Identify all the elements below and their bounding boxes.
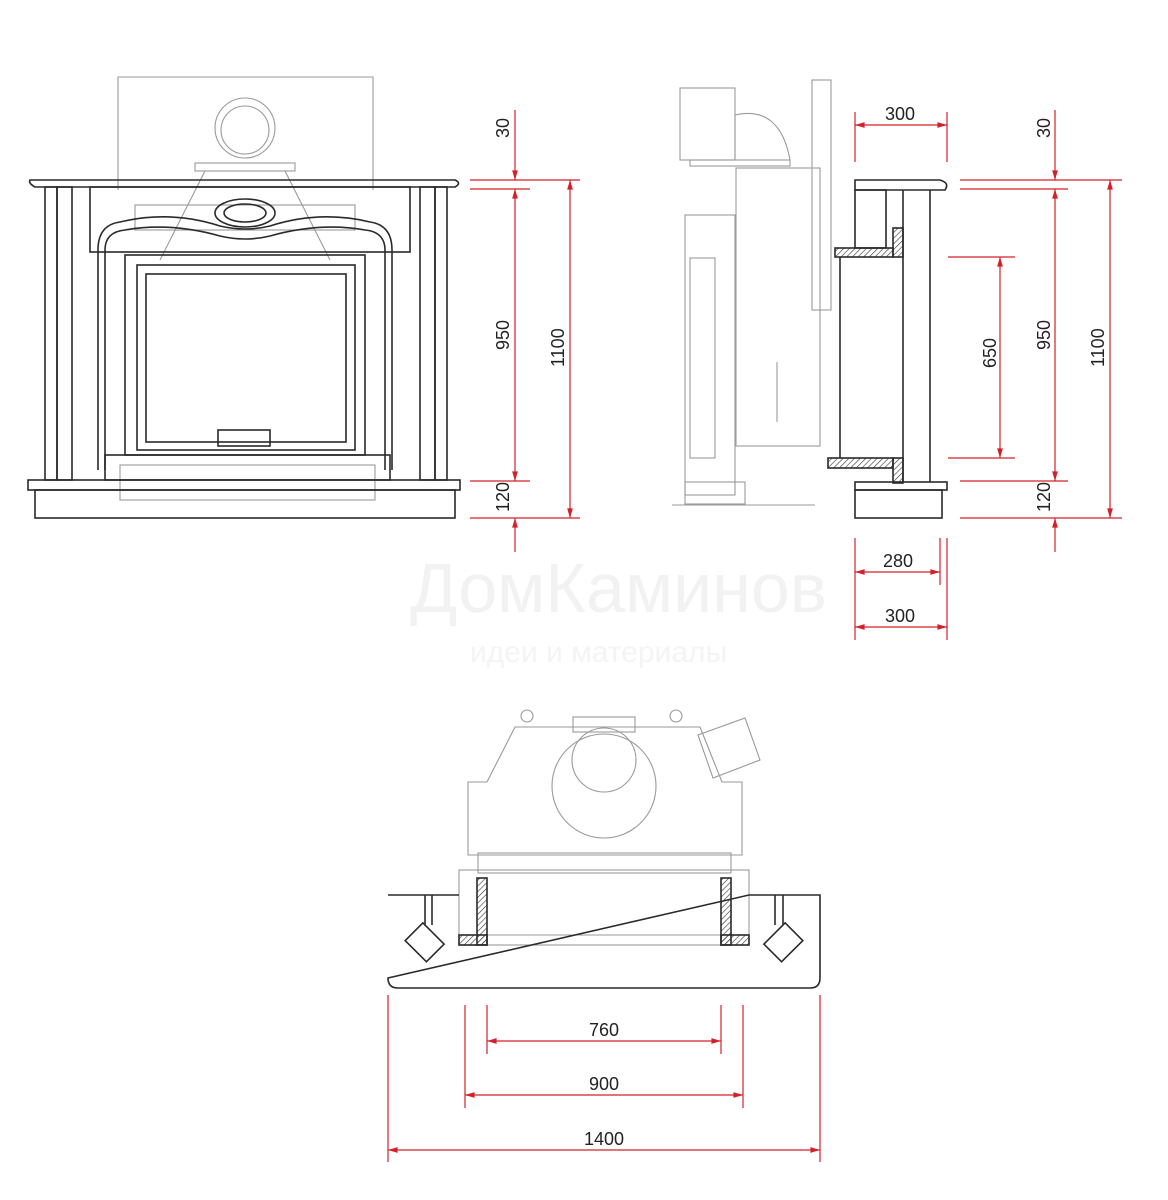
dim-760: 760 (589, 1020, 619, 1040)
insert-side (672, 79, 832, 506)
mantel-outline (27, 179, 461, 519)
dim-1100: 1100 (548, 328, 568, 367)
dim-1100-side: 1100 (1088, 328, 1108, 367)
watermark-tagline: идеи и материалы (470, 636, 727, 669)
dim-950: 950 (493, 320, 513, 350)
dim-30-side: 30 (1034, 118, 1054, 138)
front-view: 30 950 120 1100 (27, 76, 580, 552)
side-dimensions: 300 650 30 950 120 1100 280 300 (854, 104, 1122, 640)
top-dimensions: 760 900 1400 (387, 995, 821, 1162)
mantel-top (387, 877, 821, 989)
dim-280: 280 (883, 551, 913, 571)
dim-30: 30 (493, 118, 513, 138)
dim-900: 900 (589, 1074, 619, 1094)
side-view: 300 650 30 950 120 1100 280 300 (672, 79, 1122, 640)
dim-300-bottom: 300 (885, 606, 915, 626)
watermark-brand: ДомКаминов (410, 549, 827, 627)
dim-950-side: 950 (1034, 320, 1054, 350)
dim-1400: 1400 (584, 1129, 624, 1149)
dim-120: 120 (493, 482, 513, 512)
mantel-side (827, 179, 948, 519)
top-view: 760 900 1400 (387, 709, 821, 1162)
insert-outline (117, 76, 376, 501)
front-dimensions: 30 950 120 1100 (470, 110, 580, 552)
dim-120-side: 120 (1034, 482, 1054, 512)
dim-650: 650 (980, 338, 1000, 368)
watermark: ДомКаминов идеи и материалы (410, 549, 827, 669)
dim-300-top: 300 (885, 104, 915, 124)
insert-top (458, 709, 761, 946)
